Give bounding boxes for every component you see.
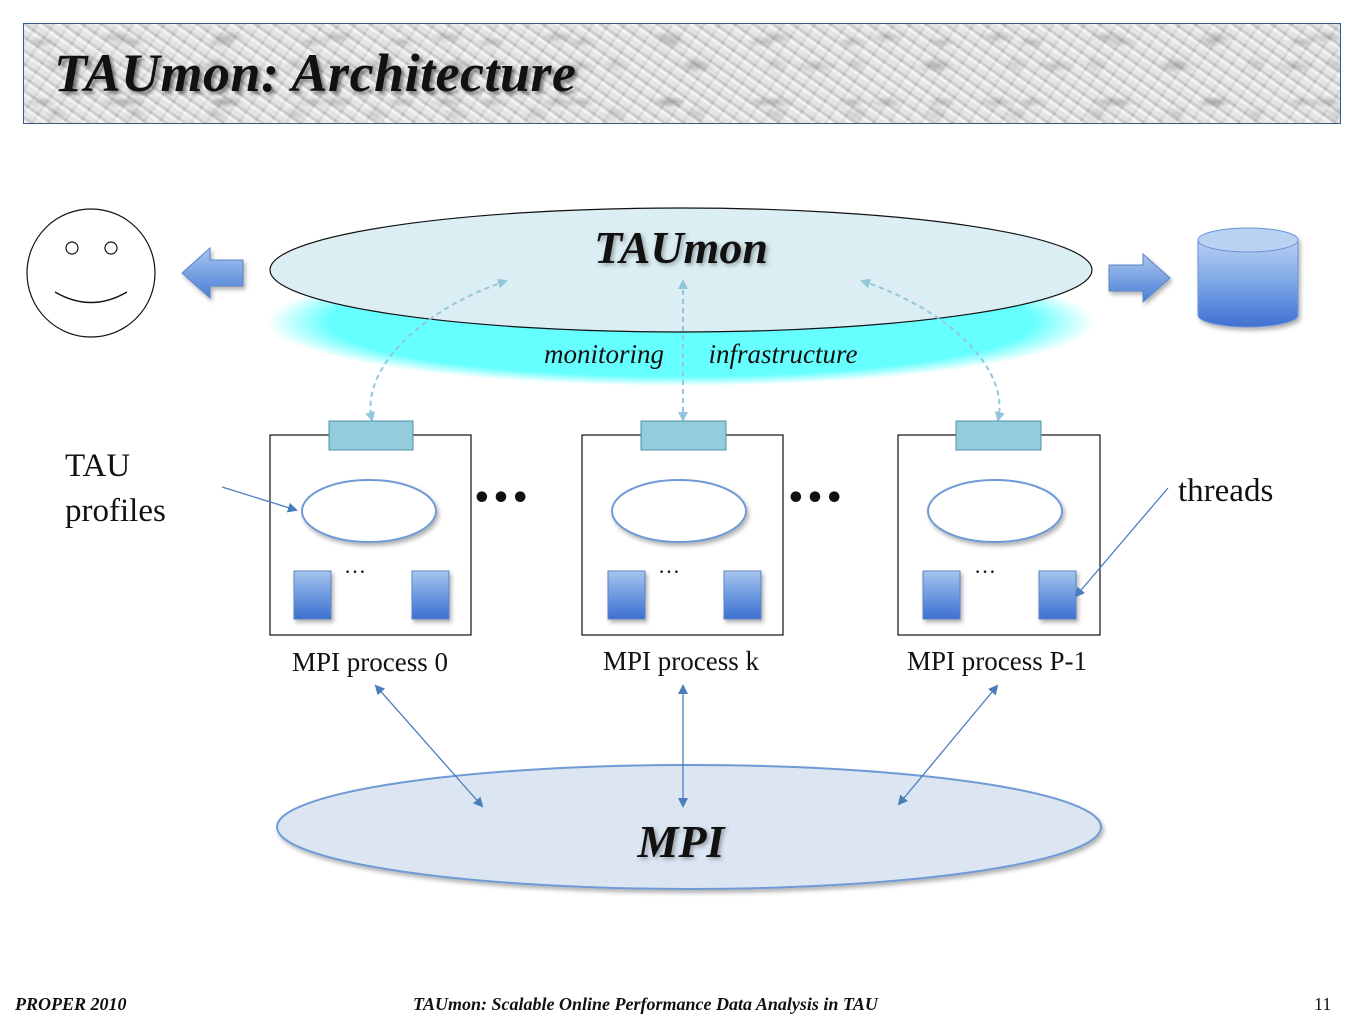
connector-block bbox=[955, 420, 1042, 451]
mpi-process-k: … bbox=[581, 420, 784, 636]
tau-profiles-label-line2: profiles bbox=[65, 493, 166, 529]
process-gap-dots: ••• bbox=[786, 481, 844, 516]
thread-block bbox=[723, 570, 762, 620]
smiley-face-icon bbox=[26, 208, 156, 338]
mpi-link-process-0 bbox=[374, 684, 484, 808]
monitor-link-process-0 bbox=[365, 278, 508, 422]
taumon-label: TAUmon bbox=[594, 222, 768, 273]
database-icon bbox=[1197, 227, 1299, 328]
tau-profile-ellipse bbox=[301, 479, 437, 543]
footer-conference: PROPER 2010 bbox=[15, 994, 127, 1014]
thread-ellipsis: … bbox=[974, 553, 996, 578]
footer-paper-title: TAUmon: Scalable Online Performance Data… bbox=[413, 994, 878, 1014]
mpi-process-0: … bbox=[269, 420, 472, 636]
thread-block bbox=[607, 570, 646, 620]
footer-page-number: 11 bbox=[1314, 994, 1332, 1014]
threads-pointer bbox=[1074, 487, 1169, 598]
thread-ellipsis: … bbox=[344, 553, 366, 578]
mpi-process-p-1: … bbox=[897, 420, 1101, 636]
connector-block bbox=[640, 420, 727, 451]
connector-block bbox=[328, 420, 414, 451]
process-label-0: MPI process 0 bbox=[292, 647, 448, 677]
thread-ellipsis: … bbox=[658, 553, 680, 578]
left-arrow-icon bbox=[181, 246, 244, 300]
tau-profile-ellipse bbox=[611, 479, 747, 543]
title-banner: TAUmon: Architecture bbox=[23, 23, 1341, 124]
right-arrow-icon bbox=[1108, 252, 1171, 304]
mpi-link-process-p-1 bbox=[897, 684, 999, 806]
mpi-label: MPI bbox=[637, 816, 727, 867]
process-gap-dots: ••• bbox=[472, 481, 530, 516]
thread-block bbox=[293, 570, 332, 620]
process-label-k: MPI process k bbox=[603, 646, 759, 676]
tau-profiles-pointer bbox=[221, 486, 298, 513]
slide-title: TAUmon: Architecture bbox=[54, 43, 577, 103]
thread-block bbox=[1038, 570, 1077, 620]
threads-label: threads bbox=[1178, 473, 1273, 509]
infrastructure-label-monitoring: monitoring bbox=[544, 339, 664, 369]
process-label-p-1: MPI process P-1 bbox=[907, 646, 1087, 676]
thread-block bbox=[922, 570, 961, 620]
thread-block bbox=[411, 570, 450, 620]
tau-profile-ellipse bbox=[927, 479, 1063, 543]
infrastructure-label-infrastructure: infrastructure bbox=[708, 339, 857, 369]
tau-profiles-label-line1: TAU bbox=[65, 448, 130, 484]
monitor-link-process-p1 bbox=[860, 278, 1005, 422]
